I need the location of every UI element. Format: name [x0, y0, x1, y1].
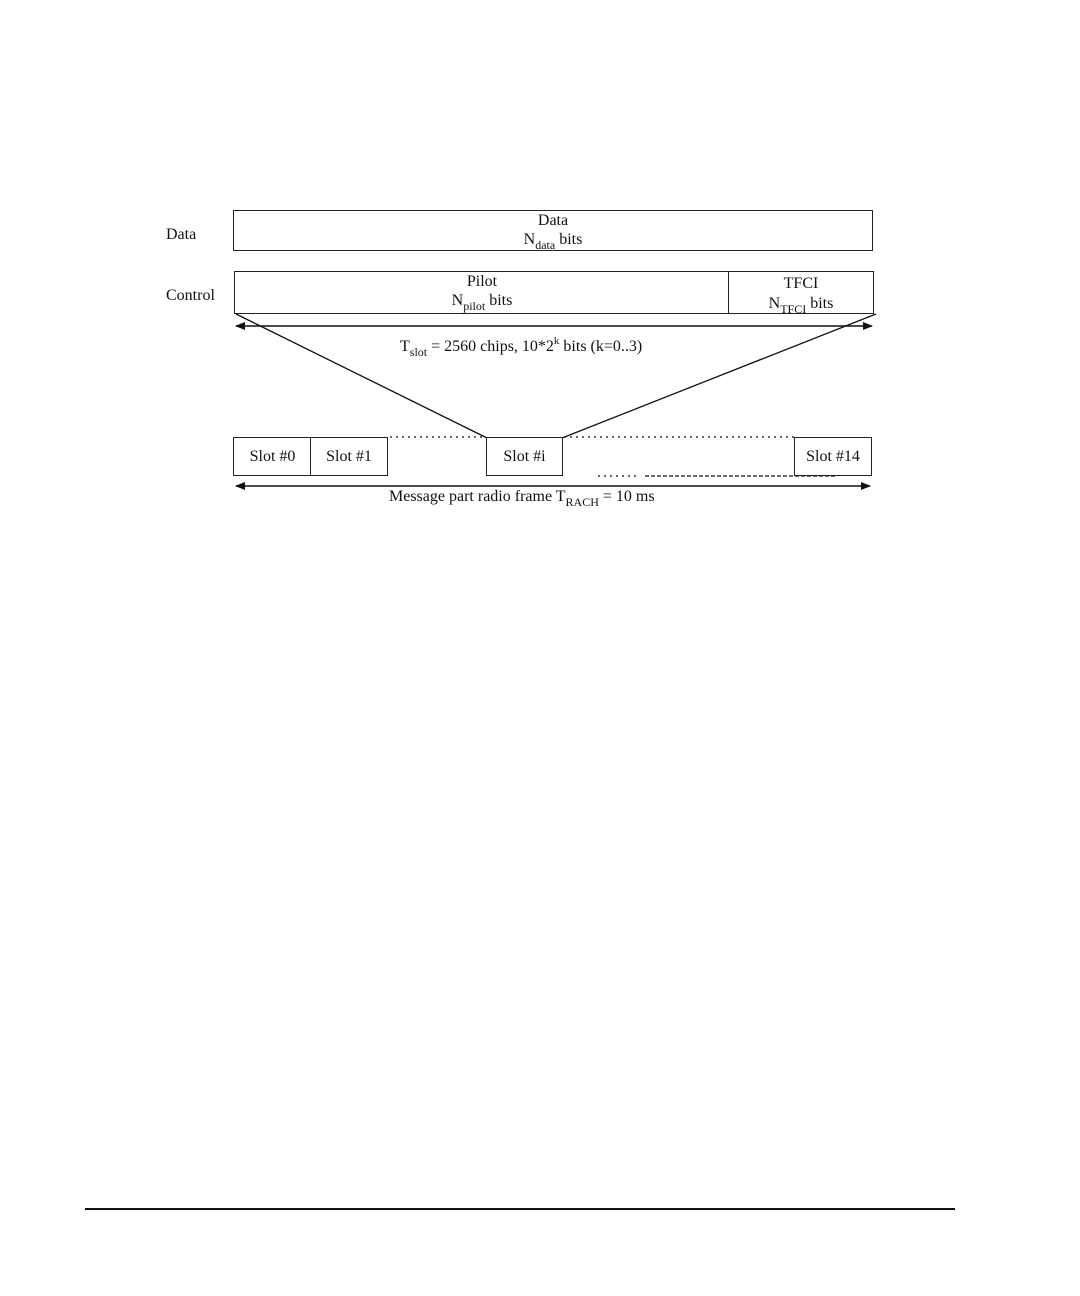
tslot-label: Tslot = 2560 chips, 10*2k bits (k=0..3) [400, 332, 642, 361]
slot-i-label: Slot #i [503, 448, 545, 466]
slot-14: Slot #14 [794, 437, 872, 476]
slot-i: Slot #i [486, 437, 563, 476]
footer-rule [85, 1208, 955, 1210]
tslot-sup: k [554, 335, 560, 347]
frame-text2: = 10 ms [603, 488, 655, 505]
slot-1: Slot #1 [310, 437, 388, 476]
slot-1-label: Slot #1 [326, 448, 372, 466]
slot-0: Slot #0 [233, 437, 312, 476]
frame-sub: RACH [566, 495, 599, 509]
slot-0-label: Slot #0 [250, 448, 296, 466]
slot-14-label: Slot #14 [806, 448, 860, 466]
frame-text1: Message part radio frame T [389, 488, 566, 505]
frame-label: Message part radio frame TRACH = 10 ms [389, 488, 655, 511]
tslot-text2: bits (k=0..3) [563, 338, 642, 355]
tslot-t: T [400, 338, 410, 355]
tslot-text1: = 2560 chips, 10*2 [431, 338, 554, 355]
tslot-sub: slot [410, 345, 427, 359]
